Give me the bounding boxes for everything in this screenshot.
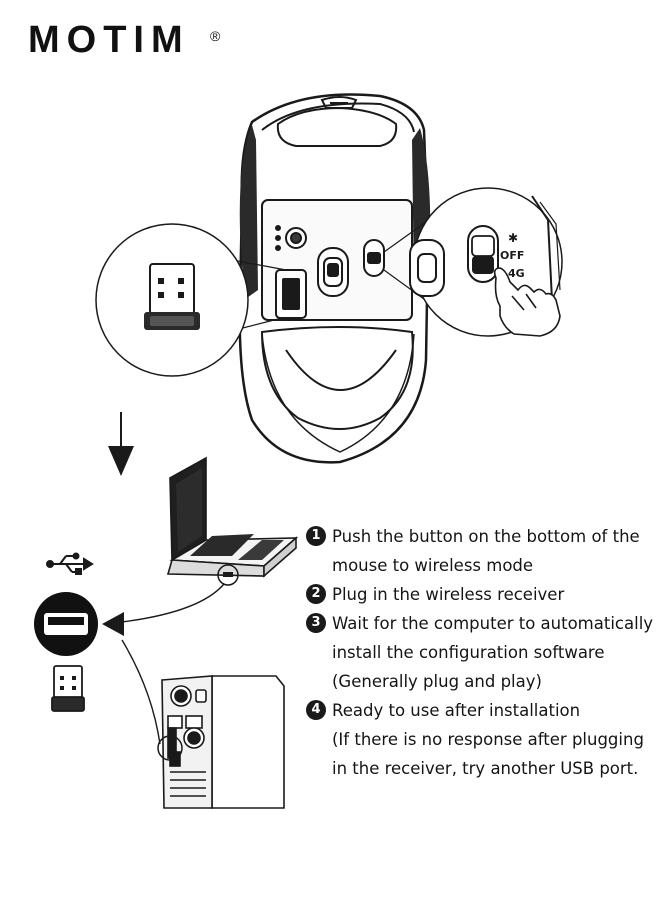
off-label: OFF xyxy=(500,249,524,262)
step-2-line-1: Plug in the wireless receiver xyxy=(332,585,565,604)
usb-receiver-icon xyxy=(51,665,85,712)
step-4: 4 Ready to use after installation (If th… xyxy=(306,696,656,783)
step-1: 1 Push the button on the bottom of the m… xyxy=(306,522,656,580)
hand-pointer-icon xyxy=(493,267,561,337)
step-3-line-1: Wait for the computer to automatically xyxy=(332,614,654,633)
four-g-label: 4G xyxy=(508,267,525,280)
mouse-bottom-icon xyxy=(238,93,431,464)
step-3: 3 Wait for the computer to automatically… xyxy=(306,609,656,696)
step-3-line-2: install the configuration software xyxy=(332,643,605,662)
step-number-2: 2 xyxy=(306,584,326,604)
receiver-zoom-circle xyxy=(95,223,249,377)
step-number-1: 1 xyxy=(306,526,326,546)
step-4-line-3: in the receiver, try another USB port. xyxy=(332,759,639,778)
step-3-line-3: (Generally plug and play) xyxy=(332,672,542,691)
step-number-3: 3 xyxy=(306,613,326,633)
usb-symbol-icon xyxy=(46,552,94,575)
step-4-line-2: (If there is no response after plugging xyxy=(332,730,644,749)
step-4-line-1: Ready to use after installation xyxy=(332,701,581,720)
step-1-line-2: mouse to wireless mode xyxy=(332,556,534,575)
brand-logo: MOTIM ® xyxy=(28,18,220,62)
registered-mark: ® xyxy=(210,28,221,44)
instruction-steps: 1 Push the button on the bottom of the m… xyxy=(306,522,656,783)
desktop-tower-icon xyxy=(161,675,285,809)
step-number-4: 4 xyxy=(306,700,326,720)
usb-port-icon xyxy=(34,592,98,656)
arrow-down-icon xyxy=(108,412,134,476)
brand-name: MOTIM xyxy=(28,19,190,61)
step-1-line-1: Push the button on the bottom of the xyxy=(332,527,640,546)
switch-zoom-circle: ✱ OFF 4G xyxy=(409,187,563,337)
step-2: 2 Plug in the wireless receiver xyxy=(306,580,656,609)
laptop-icon xyxy=(166,456,299,578)
bluetooth-label: ✱ xyxy=(508,231,518,245)
